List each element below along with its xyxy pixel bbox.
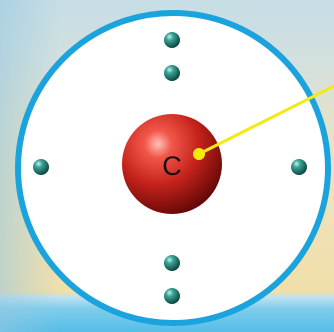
electron-right: [291, 159, 307, 175]
electron-bottom-inner: [164, 255, 180, 271]
electron-top-inner: [164, 65, 180, 81]
pointer-dot: [193, 148, 205, 160]
electron-bottom-outer: [164, 288, 180, 304]
nucleus: [122, 114, 222, 214]
electron-left: [33, 159, 49, 175]
pointer-line: [198, 84, 334, 156]
electron-top-outer: [164, 32, 180, 48]
